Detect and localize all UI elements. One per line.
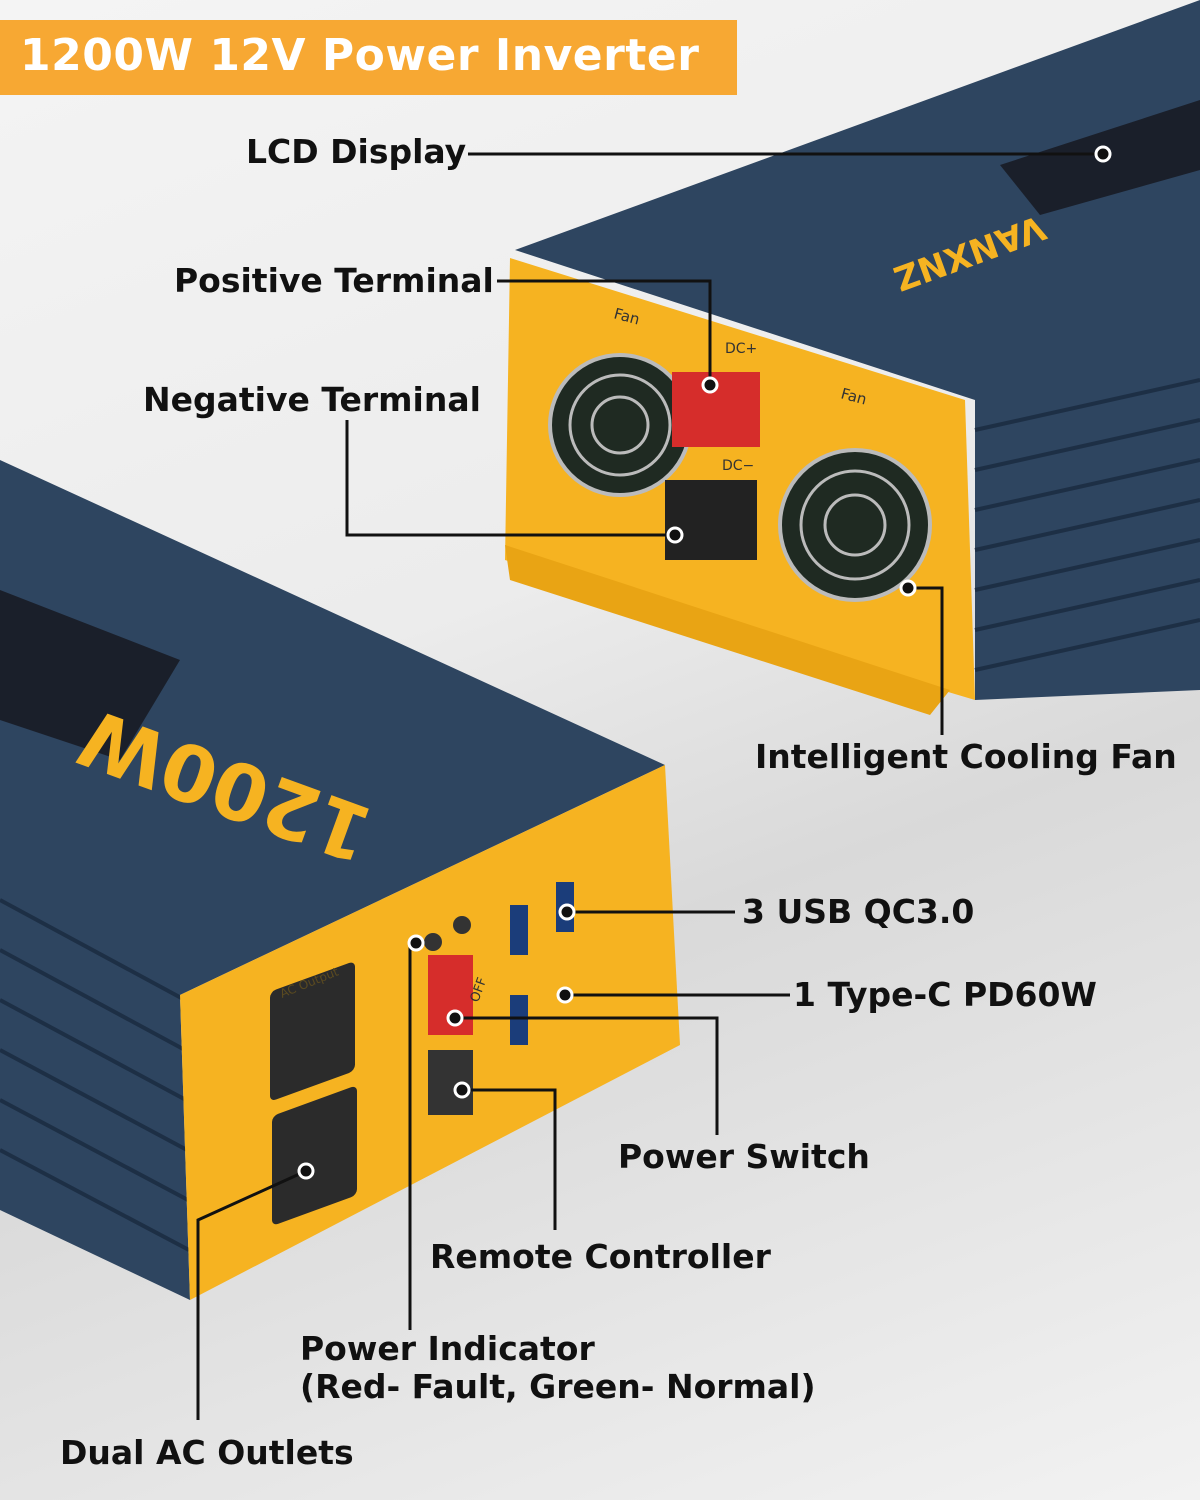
label-lcd-display: LCD Display <box>246 132 467 171</box>
negative-terminal <box>665 480 757 560</box>
label-usb: 3 USB QC3.0 <box>742 892 975 931</box>
label-remote-controller: Remote Controller <box>430 1237 771 1276</box>
label-power-indicator-detail: (Red- Fault, Green- Normal) <box>300 1367 816 1406</box>
label-dual-ac-outlets: Dual AC Outlets <box>60 1433 354 1472</box>
label-negative-terminal: Negative Terminal <box>143 380 481 419</box>
lower-lcd <box>0 590 180 760</box>
ac-outlet-top <box>270 962 355 1100</box>
label-power-indicator-title: Power Indicator <box>300 1329 595 1368</box>
title-banner: 1200W 12V Power Inverter <box>0 20 737 95</box>
label-positive-terminal: Positive Terminal <box>174 261 494 300</box>
label-type-c: 1 Type-C PD60W <box>793 975 1097 1014</box>
label-cooling-fan: Intelligent Cooling Fan <box>755 737 1177 776</box>
page-title: 1200W 12V Power Inverter <box>20 30 700 81</box>
callout-dots <box>297 145 1112 1180</box>
dc-positive-label: DC+ <box>725 341 757 357</box>
label-power-switch: Power Switch <box>618 1137 870 1176</box>
dc-negative-label: DC− <box>722 458 754 474</box>
upper-inverter: VANXNZ Fan Fan DC+ DC− <box>505 0 1200 715</box>
ac-outlet-bottom <box>272 1086 357 1225</box>
remote-port <box>428 1050 473 1115</box>
label-power-indicator: Power Indicator (Red- Fault, Green- Norm… <box>300 1330 816 1406</box>
